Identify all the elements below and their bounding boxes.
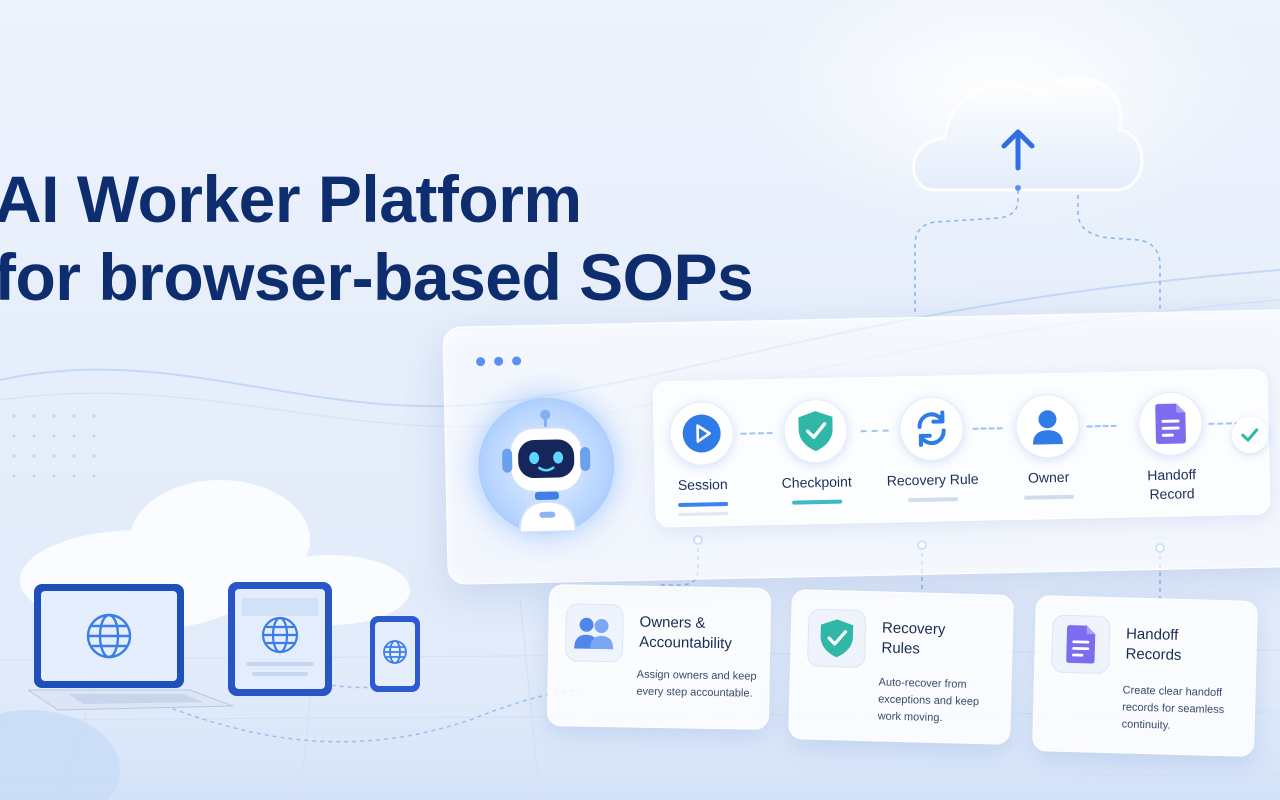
step-label: Handoff Record — [1147, 466, 1197, 503]
window-dot — [476, 357, 486, 367]
robot-icon — [502, 409, 591, 534]
globe-icon — [86, 613, 132, 659]
step-progress — [678, 501, 729, 508]
user-icon — [1032, 410, 1063, 445]
card-recovery-rules[interactable]: Recovery Rules Auto-recover from excepti… — [788, 589, 1014, 745]
shield-check-icon — [806, 608, 867, 669]
card-title: Owners & Accountability — [639, 613, 732, 653]
shield-check-icon — [798, 411, 833, 452]
step-label: Checkpoint — [781, 473, 852, 491]
window-dot — [494, 356, 504, 366]
headline-line-2: for browser-based SOPs — [0, 240, 754, 314]
refresh-icon — [917, 410, 946, 447]
step-label: Session — [677, 475, 728, 494]
document-icon — [1155, 403, 1186, 444]
step-session[interactable]: Session — [646, 400, 758, 517]
headline-line-1: AI Worker Platform — [0, 162, 582, 236]
step-recovery-rule[interactable]: Recovery Rule — [876, 396, 988, 503]
step-checkpoint[interactable]: Checkpoint — [760, 398, 872, 505]
robot-avatar — [476, 396, 616, 549]
globe-icon — [261, 616, 299, 654]
step-owner[interactable]: Owner — [992, 393, 1104, 500]
step-progress — [792, 499, 843, 505]
card-description: Create clear handoff records for seamles… — [1121, 684, 1225, 732]
checkmark-icon — [1231, 416, 1269, 454]
workflow-window: Session Checkpoint — [442, 309, 1280, 585]
phone-device — [370, 616, 420, 692]
workflow-steps: Session Checkpoint — [652, 368, 1271, 528]
card-handoff-records[interactable]: Handoff Records Create clear handoff rec… — [1031, 595, 1259, 757]
step-label: Owner — [1027, 468, 1070, 486]
step-progress — [1024, 494, 1075, 500]
users-icon — [564, 603, 624, 663]
step-label: Recovery Rule — [886, 470, 979, 489]
play-icon — [682, 414, 721, 453]
cloud-upload-icon — [912, 76, 1144, 192]
step-handoff-record[interactable]: Handoff Record — [1110, 390, 1232, 504]
headline: AI Worker Platform for browser-based SOP… — [0, 160, 754, 316]
card-description: Auto-recover from exceptions and keep wo… — [877, 676, 980, 725]
card-description: Assign owners and keep every step accoun… — [636, 668, 757, 700]
card-title: Recovery Rules — [881, 619, 946, 658]
card-owners-accountability[interactable]: Owners & Accountability Assign owners an… — [546, 584, 772, 730]
document-icon — [1051, 614, 1111, 675]
step-progress — [908, 497, 959, 503]
tablet-device — [228, 582, 332, 696]
globe-icon — [383, 640, 407, 664]
window-dot — [512, 356, 522, 366]
window-controls — [476, 356, 522, 367]
card-title: Handoff Records — [1125, 625, 1182, 664]
laptop-device — [28, 584, 234, 711]
